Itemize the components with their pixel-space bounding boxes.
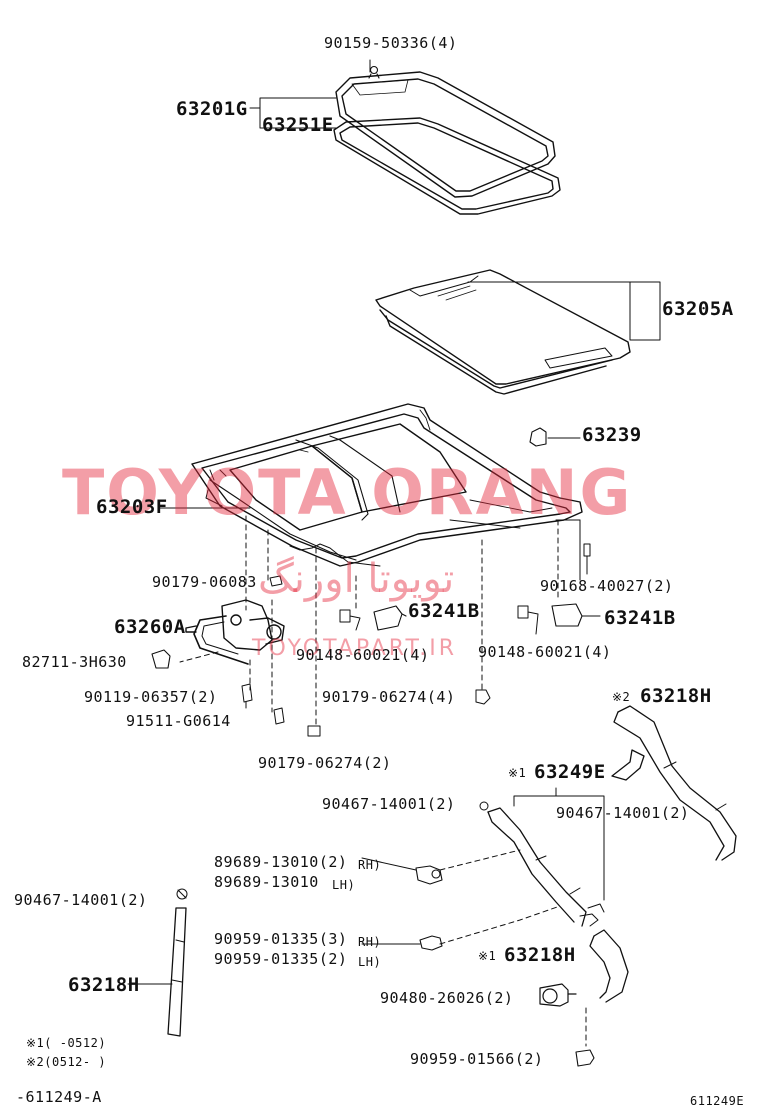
label-89689-side-lh: LH): [332, 878, 356, 892]
label-63218h-top: 63218H: [640, 685, 712, 707]
direction-arrow-icon: [611, 749, 645, 781]
bracket-63241b-right-drawing: [551, 603, 601, 627]
label-63218h-left: 63218H: [68, 974, 140, 996]
label-90179-06274-4: 90179-06274(4): [322, 688, 456, 706]
sunroof-motor-drawing: [185, 599, 285, 665]
hose-dashed-leaders: [439, 849, 561, 945]
footer-right-code: 611249E: [690, 1094, 745, 1108]
grommet-leaders: [361, 857, 421, 945]
connector-82711-drawing: [151, 649, 171, 669]
sunshade-drawing: [375, 269, 661, 395]
mark-63218h-top: ※2: [612, 690, 631, 704]
label-89689-13010-lh: 89689-13010: [214, 873, 319, 891]
watermark-farsi: تویوتا اورنگ: [258, 556, 455, 602]
label-90159-50336: 90159-50336(4): [324, 34, 458, 52]
label-89689-13010-rh: 89689-13010(2): [214, 853, 348, 871]
label-90119-06357: 90119-06357(2): [84, 688, 218, 706]
grommet-89689-drawing: [415, 865, 443, 885]
label-63205a: 63205A: [662, 298, 734, 320]
mark-63218h-mid: ※1: [478, 949, 497, 963]
label-90179-06274-2: 90179-06274(2): [258, 754, 392, 772]
screw-90159-drawing: [368, 65, 380, 79]
label-89689-side-rh: RH): [358, 858, 382, 872]
bracket-63241b-left-drawing: [373, 605, 407, 631]
nut-90179-06083-drawing: [269, 575, 283, 587]
bolt-90119-drawing: [241, 683, 253, 709]
label-63251e: 63251E: [262, 114, 334, 136]
label-90179-06083: 90179-06083: [152, 573, 257, 591]
footnote-2: ※2(0512- ): [26, 1055, 107, 1069]
nut-90179-06274-2-drawing: [307, 725, 321, 737]
label-90168-40027: 90168-40027(2): [540, 577, 674, 595]
label-90480-26026: 90480-26026(2): [380, 989, 514, 1007]
watermark-site: TOYOTAPART.IR: [252, 636, 458, 661]
sunroof-housing-drawing: [159, 403, 583, 567]
label-63241b-left: 63241B: [408, 600, 480, 622]
label-63260a: 63260A: [114, 616, 186, 638]
label-90959-01566: 90959-01566(2): [410, 1050, 544, 1068]
label-90467-14001-b: 90467-14001(2): [556, 804, 690, 822]
label-90148-60021-left: 90148-60021(4): [296, 646, 430, 664]
bracket-63239-drawing: [529, 427, 581, 447]
label-91511-g0614: 91511-G0614: [126, 712, 231, 730]
clamp-90467-center-drawing: [479, 801, 605, 927]
screw-90148-right-drawing: [517, 605, 539, 635]
label-63239: 63239: [582, 424, 642, 446]
clamp-90467-left-drawing: [176, 888, 188, 900]
drain-hose-top-drawing: [613, 705, 737, 861]
label-90148-60021-right: 90148-60021(4): [478, 643, 612, 661]
drain-hose-center-drawing: [487, 807, 587, 927]
footer-left-code: -611249-A: [16, 1088, 102, 1106]
clip-90959-01335-drawing: [419, 935, 443, 951]
screw-90168-drawing: [583, 543, 591, 575]
valve-90480-drawing: [539, 983, 577, 1007]
glass-panel-drawing: [333, 71, 561, 215]
clip-90959-01566-drawing: [575, 1049, 595, 1067]
nut-90179-06274-4-drawing: [475, 689, 491, 705]
label-63241b-right: 63241B: [604, 607, 676, 629]
label-63249e: 63249E: [534, 761, 606, 783]
label-90467-14001-c: 90467-14001(2): [14, 891, 148, 909]
label-90467-14001-a: 90467-14001(2): [322, 795, 456, 813]
label-90959-side-lh: LH): [358, 955, 382, 969]
mark-63249e: ※1: [508, 766, 527, 780]
bolt-91511-drawing: [273, 707, 285, 725]
label-63203f: 63203F: [96, 496, 168, 518]
label-90959-side-rh: RH): [358, 935, 382, 949]
watermark-main: TOYOTA ORANG: [62, 456, 633, 529]
screw-90148-left-drawing: [339, 609, 361, 631]
drain-hose-mid-drawing: [589, 929, 629, 1003]
label-63218h-mid: 63218H: [504, 944, 576, 966]
label-63201g: 63201G: [176, 98, 248, 120]
hose-center-leader: [513, 787, 605, 901]
drain-hose-left-drawing: [167, 907, 187, 1037]
label-90959-01335-rh: 90959-01335(3): [214, 930, 348, 948]
label-82711-3h630: 82711-3H630: [22, 653, 127, 671]
label-90959-01335-lh: 90959-01335(2): [214, 950, 348, 968]
footnote-1: ※1( -0512): [26, 1036, 107, 1050]
